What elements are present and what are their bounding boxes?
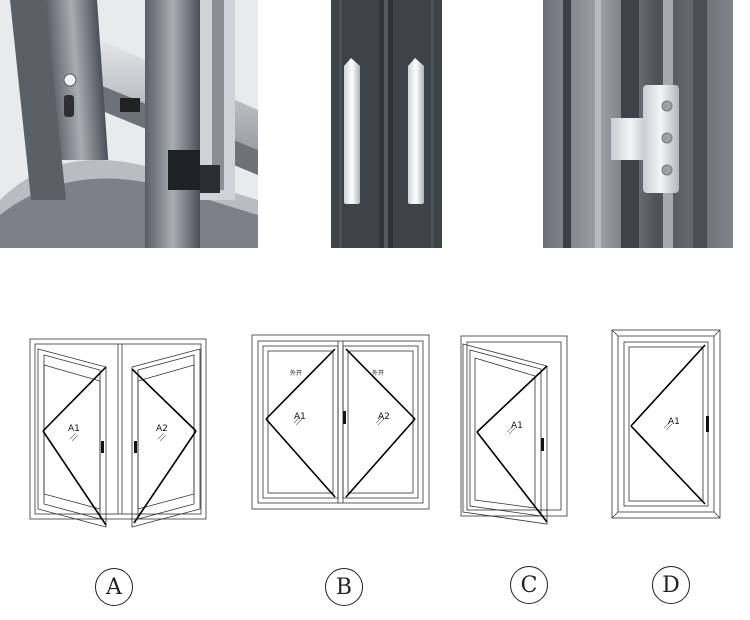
handle-photo xyxy=(331,0,442,248)
label-c: C xyxy=(510,566,548,604)
opening-mark-b-left: 外开 xyxy=(290,369,302,377)
profile-corner-photo xyxy=(0,0,258,248)
sash-mark-c: A1 xyxy=(511,421,523,431)
label-d: D xyxy=(652,566,690,604)
label-b: B xyxy=(325,568,363,606)
sash-mark-a-right: A2 xyxy=(156,424,168,434)
sash-mark-d: A1 xyxy=(668,417,680,427)
sash-mark-a-left: A1 xyxy=(68,424,80,434)
sash-mark-b-left: A1 xyxy=(294,412,306,422)
window-diagram-a: A1 A2 xyxy=(28,335,218,535)
window-diagram-c: A1 xyxy=(455,334,573,528)
window-diagram-d: A1 xyxy=(610,328,728,520)
hinge-photo xyxy=(543,0,733,248)
window-diagram-b: A1 A2 外开 外开 xyxy=(250,333,433,511)
label-a: A xyxy=(95,568,133,606)
opening-mark-b-right: 外开 xyxy=(372,369,384,377)
sash-mark-b-right: A2 xyxy=(378,412,390,422)
